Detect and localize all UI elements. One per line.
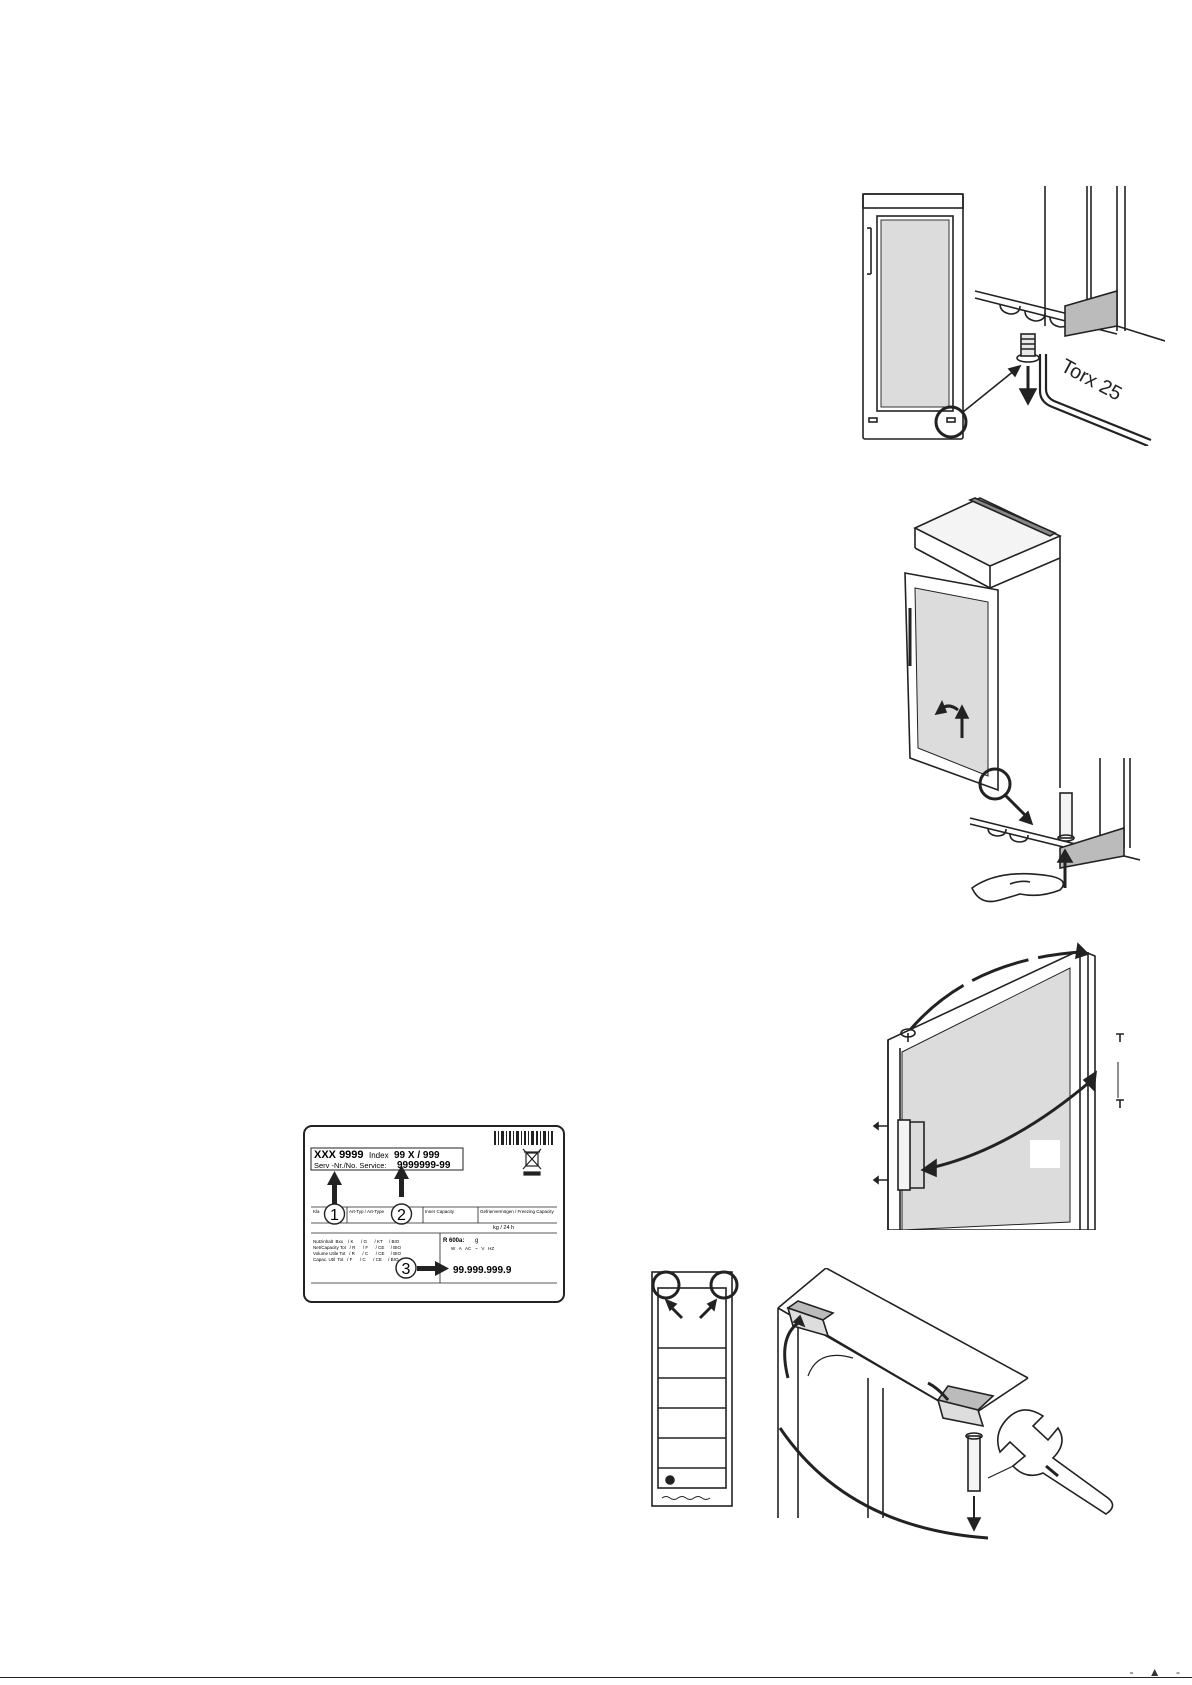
callout-1: 1 <box>330 1207 339 1224</box>
figure-door-lift <box>904 497 1140 903</box>
service-number: 9999999-99 <box>397 1160 451 1171</box>
index-prefix: Index <box>369 1151 389 1160</box>
col-a-header: Kla <box>313 1209 320 1214</box>
weee-bin-icon <box>522 1148 542 1176</box>
table-row: Capac. Util Tot / F / C / CE / BIO <box>313 1257 399 1262</box>
col-d-header: Gefriervermögen / Freezing Capacity <box>480 1209 555 1214</box>
table-row: Nutzinhalt Bxx / K / G / KT / BIO <box>313 1239 400 1244</box>
electrical-row: W A AC ~ V HZ <box>451 1246 494 1251</box>
freeze-unit: kg / 24 h <box>493 1225 514 1231</box>
torx-label: Torx 25 <box>1057 355 1125 405</box>
col-c-header: Inner Capacity <box>425 1209 455 1214</box>
index-value: 99 X / 999 <box>394 1150 440 1161</box>
footer-marks: - ▲ - <box>1129 1665 1186 1679</box>
refrigerant-unit: g <box>475 1238 478 1244</box>
barcode-icon <box>494 1131 553 1145</box>
serial-number: 99.999.999.9 <box>453 1265 512 1276</box>
col-b-header: Art-Typ / Art-Type <box>349 1209 385 1214</box>
table-row: Net/Capacity Tot / R / F / CE / BIO <box>313 1245 401 1250</box>
model-number: XXX 9999 <box>314 1149 364 1161</box>
refrigerant-label: R 600a: <box>443 1238 464 1244</box>
figure-door-swap <box>872 942 1124 1230</box>
figure-foot-removal: Torx 25 <box>862 186 1165 446</box>
service-prefix: Serv -Nr./No. Service: <box>314 1161 387 1170</box>
callout-3: 3 <box>402 1261 411 1278</box>
rating-label-figure: XXX 9999 Index 99 X / 999 Serv -Nr./No. … <box>303 1125 565 1303</box>
callout-2: 2 <box>397 1207 406 1224</box>
figure-hinge-bracket <box>651 1268 1114 1540</box>
footer-rule <box>0 1677 1192 1678</box>
table-row: Volume Utile Tot / R / C / CE / BIO <box>313 1251 401 1256</box>
